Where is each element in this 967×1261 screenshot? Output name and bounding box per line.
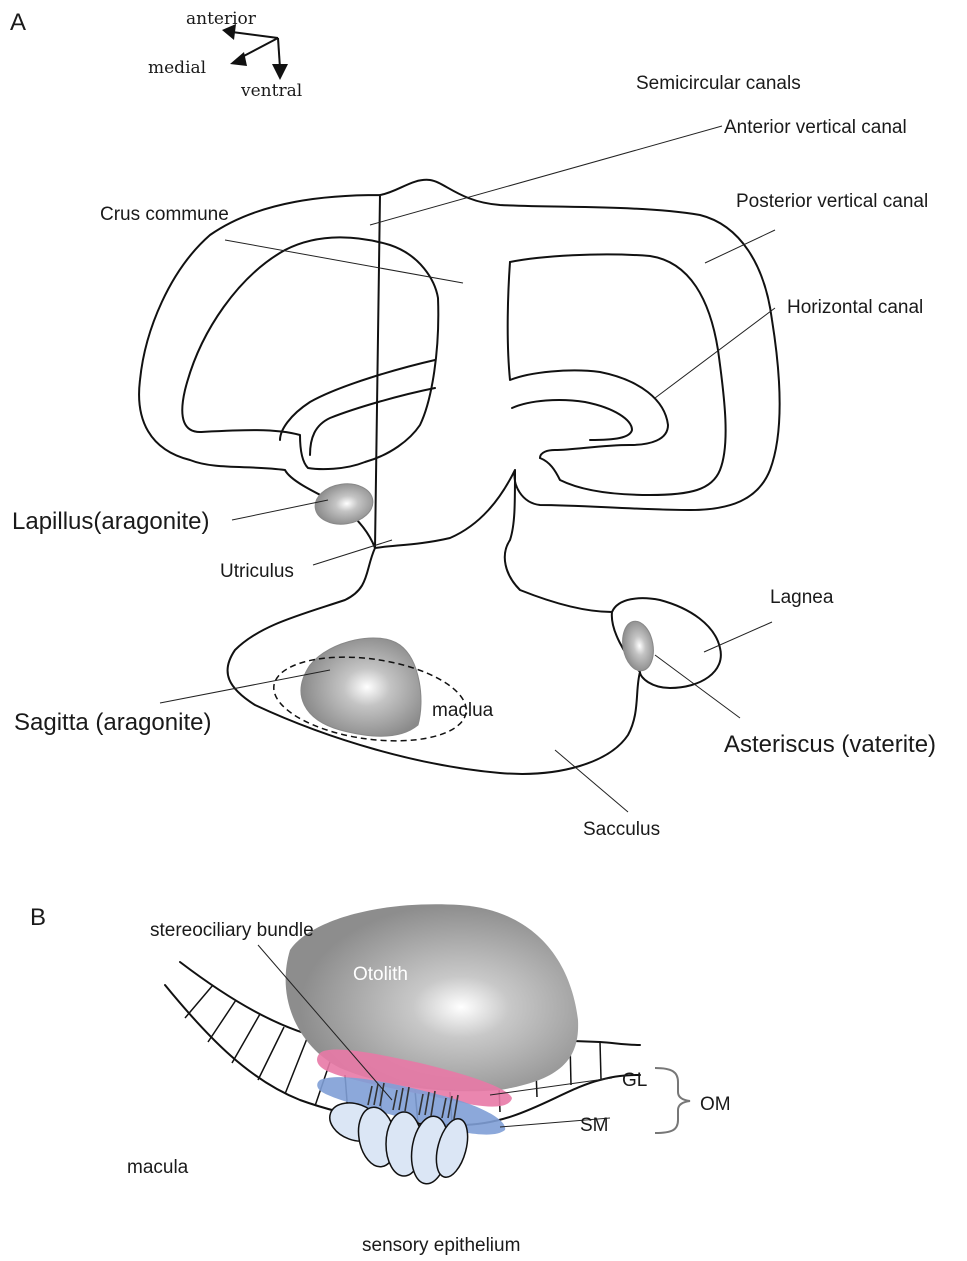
utriculus-label: Utriculus: [220, 561, 294, 582]
horizontal-canal-posterior-loop: [508, 262, 668, 458]
posterior-vertical-canal-label: Posterior vertical canal: [736, 191, 928, 212]
semicircular-canals-label: Semicircular canals: [636, 73, 801, 94]
anterior-label: anterior: [186, 9, 257, 29]
panel-a-letter: A: [10, 9, 26, 36]
ventral-label: ventral: [240, 81, 302, 101]
anterior-vertical-canal-label: Anterior vertical canal: [724, 117, 907, 138]
om-brace: [655, 1068, 690, 1133]
stereociliary-bundle-label: stereociliary bundle: [150, 920, 314, 941]
ventral-arrowhead-icon: [272, 64, 288, 80]
lapillus-otolith: [312, 480, 375, 528]
sagitta-otolith: [301, 638, 421, 736]
inner-ear-outline: [139, 180, 780, 774]
anterior-canal-inner: [182, 237, 438, 469]
posterior-canal-inner: [510, 254, 726, 495]
lagnea-label: Lagnea: [770, 587, 834, 608]
horizontal-canal-lower-arc: [310, 388, 435, 455]
macula-label: macula: [127, 1157, 189, 1178]
gl-label: GL: [622, 1070, 647, 1091]
horizontal-canal-upper-arc: [280, 360, 435, 440]
asteriscus-otolith: [619, 619, 657, 673]
maclua-label: maclua: [432, 700, 494, 721]
asteriscus-label: Asteriscus (vaterite): [724, 731, 936, 758]
otolith-label: Otolith: [353, 964, 408, 985]
horizontal-canal-label: Horizontal canal: [787, 297, 923, 318]
lapillus-label: Lapillus(aragonite): [12, 508, 209, 535]
horizontal-canal-posterior-inner: [512, 400, 632, 440]
sacculus-label: Sacculus: [583, 819, 660, 840]
sensory-epithelium-label: sensory epithelium: [362, 1235, 520, 1256]
om-label: OM: [700, 1094, 731, 1115]
sagitta-label: Sagitta (aragonite): [14, 709, 211, 736]
panel-b-letter: B: [30, 904, 46, 931]
medial-arrowhead-icon: [230, 52, 247, 66]
crus-commune-label: Crus commune: [100, 204, 229, 225]
medial-label: medial: [148, 58, 206, 78]
orientation-compass: anterior medial ventral: [148, 9, 302, 101]
sm-label: SM: [580, 1115, 609, 1136]
